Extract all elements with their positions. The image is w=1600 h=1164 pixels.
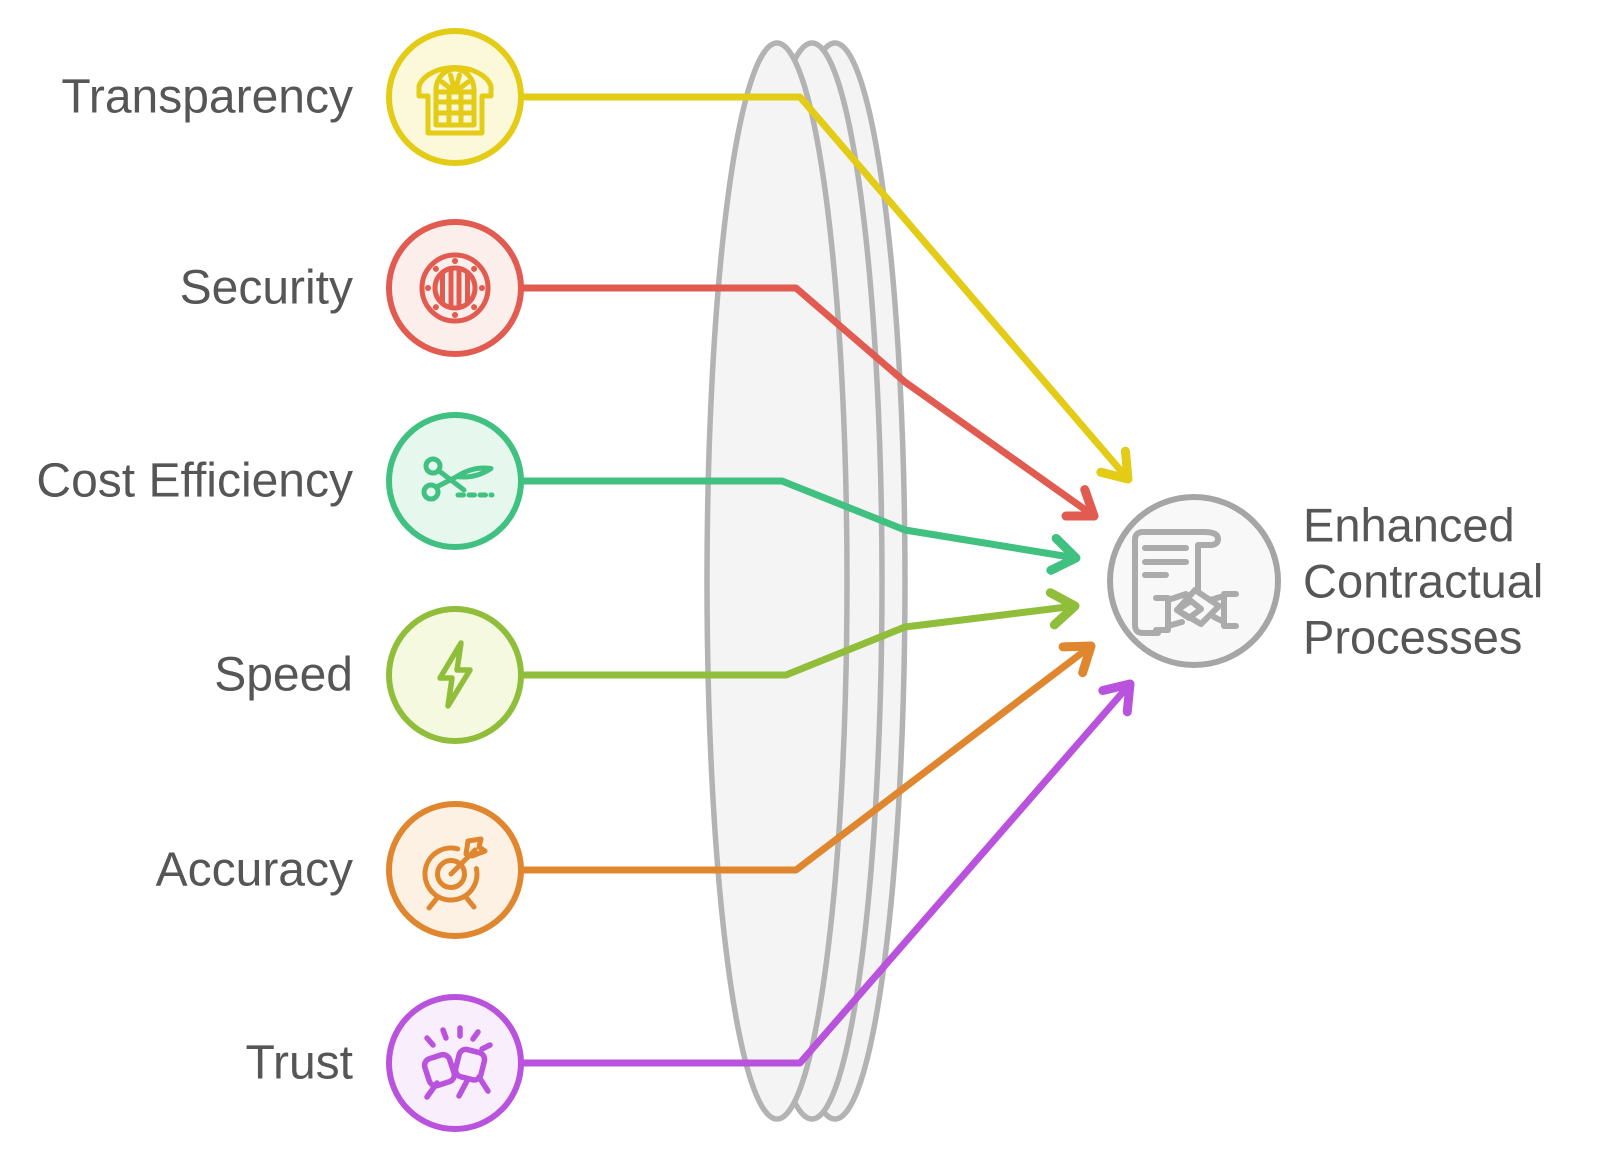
- item-row-trust: Trust: [245, 994, 524, 1132]
- result-node: Enhanced Contractual Processes: [1107, 494, 1543, 668]
- connectors: [519, 93, 1135, 1067]
- connector-accuracy: [519, 641, 1096, 874]
- item-label: Accuracy: [156, 844, 353, 897]
- connector-security: [519, 284, 1099, 521]
- icon-circle: [386, 219, 524, 357]
- fist-bump-icon: [421, 1025, 493, 1100]
- item-label: Speed: [214, 649, 353, 702]
- item-row-cost-efficiency: Cost Efficiency: [36, 412, 524, 550]
- lightning-icon: [437, 640, 473, 709]
- contract-handshake-icon: [1132, 529, 1239, 636]
- item-label: Cost Efficiency: [36, 455, 353, 508]
- funnel-lens: [704, 40, 908, 1122]
- scissors-icon: [421, 456, 495, 502]
- item-row-accuracy: Accuracy: [156, 801, 524, 939]
- item-label: Transparency: [61, 71, 353, 124]
- result-label-line-1: Enhanced: [1303, 499, 1515, 552]
- connector-transparency: [519, 93, 1133, 484]
- target-icon: [422, 836, 488, 911]
- porthole-rivets: [425, 258, 485, 318]
- item-row-transparency: Transparency: [61, 28, 524, 166]
- icon-circle: [386, 606, 524, 744]
- result-label: Enhanced Contractual Processes: [1303, 499, 1543, 664]
- porthole-icon: [419, 252, 491, 324]
- lens-front: [704, 40, 850, 1122]
- result-label-line-3: Processes: [1303, 611, 1522, 664]
- connector-cost-efficiency: [519, 477, 1081, 575]
- connector-trust: [519, 679, 1135, 1067]
- window-icon: [416, 65, 494, 136]
- item-label: Security: [180, 262, 353, 315]
- item-row-speed: Speed: [214, 606, 524, 744]
- item-label: Trust: [245, 1037, 353, 1090]
- icon-circle: [386, 28, 524, 166]
- result-label-line-2: Contractual: [1303, 555, 1543, 608]
- item-row-security: Security: [180, 219, 524, 357]
- connector-speed: [519, 588, 1080, 679]
